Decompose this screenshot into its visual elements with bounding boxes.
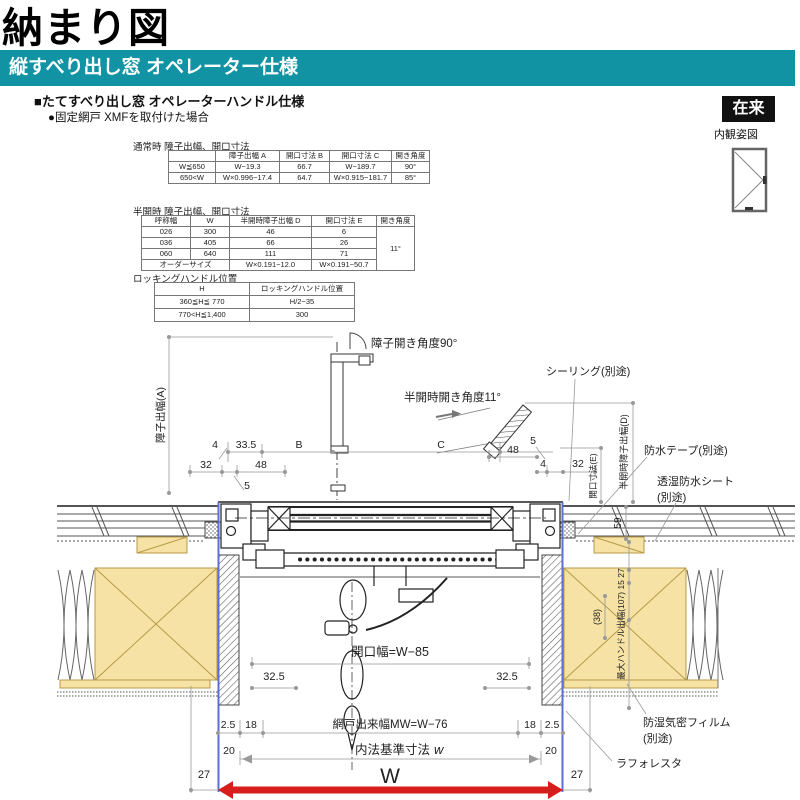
- table-row: 770<H≦1,400 300: [154, 308, 355, 322]
- label-opening-width: 開口幅=W−85: [351, 644, 429, 659]
- wall-left: [57, 505, 240, 706]
- label-naiho: 内法基準寸法: [355, 742, 430, 757]
- table-row: 360≦H≦ 770 H/2−35: [154, 295, 355, 309]
- dim-B: B: [295, 439, 302, 451]
- label-open11: 半開時開き角度11°: [404, 390, 501, 404]
- dim-20-right: 20: [545, 745, 557, 757]
- table-row: 060 640 111 71: [141, 248, 415, 260]
- label-half-open-d: 半開時障子出幅(D): [618, 414, 629, 490]
- dim-C: C: [437, 439, 445, 451]
- label-w-big: W: [380, 765, 400, 788]
- label-laforesta: ラフォレスタ: [616, 757, 682, 770]
- dim-32-right: 32: [572, 458, 584, 470]
- dimensions: [166, 335, 677, 793]
- interior-view-caption: 内観姿図: [714, 129, 758, 141]
- dim-33-5: 33.5: [236, 439, 257, 451]
- header-bar-text: 縦すべり出し窓 オペレーター仕様: [9, 57, 298, 78]
- table-row: H ロッキングハンドル位置: [154, 282, 355, 296]
- table-locking-title: ロッキングハンドル位置: [133, 274, 238, 285]
- open-sash-90: [330, 342, 374, 500]
- dim-18-left: 18: [245, 719, 257, 731]
- table-normal: 障子出幅 A 開口寸法 B 開口寸法 C 開き角度 W≦650 W−19.3 6…: [168, 150, 430, 184]
- drawing-labels: 障子出幅(A) 障子開き角度90° 半開時開き角度11° シーリング(別途) 開…: [154, 336, 734, 788]
- frame-section: [217, 501, 564, 792]
- table-normal-title: 通常時 障子出幅、開口寸法: [133, 142, 250, 153]
- dim-32: 32: [200, 459, 212, 471]
- dim-48-right: 48: [507, 444, 519, 456]
- w-dimension-arrow: [218, 781, 563, 799]
- dim-2-5-left: 2.5: [221, 719, 236, 731]
- table-half-open: 呼称幅 W 半開時障子出幅 D 開口寸法 E 開き角度 026 300 46 6…: [141, 215, 415, 271]
- label-naiho-w: w: [434, 742, 445, 757]
- page-title: 納まり図: [2, 5, 170, 51]
- label-sheet-2: (別途): [657, 490, 686, 504]
- dim-27-right: 27: [571, 769, 583, 781]
- label-sealing: シーリング(別途): [546, 364, 630, 378]
- dim-5-right: 5: [530, 435, 536, 447]
- label-sash-width-a: 障子出幅(A): [154, 387, 167, 443]
- dim-27-left: 27: [198, 769, 210, 781]
- angle-arc-icon: [349, 332, 367, 350]
- label-38: (38): [592, 609, 602, 625]
- header-bar: 縦すべり出し窓 オペレーター仕様: [0, 50, 795, 86]
- direction-arrow-icon: [452, 410, 461, 418]
- table-row: 026 300 46 6 11°: [141, 226, 415, 271]
- zairai-badge: 在来: [722, 96, 775, 122]
- label-film-1: 防湿気密フィルム: [643, 715, 731, 729]
- open-sash-11: [349, 332, 533, 460]
- operator-handle: [324, 577, 448, 770]
- angle-merged-cell: 11°: [376, 226, 415, 271]
- dim-18-right: 18: [524, 719, 536, 731]
- label-tape: 防水テープ(別途): [644, 443, 728, 457]
- label-sheet-1: 透湿防水シート: [657, 474, 734, 488]
- section-drawing: 障子出幅(A) 障子開き角度90° 半開時開き角度11° シーリング(別途) 開…: [57, 332, 795, 799]
- label-59: 59: [613, 517, 624, 529]
- label-film-2: (別途): [643, 731, 672, 745]
- dim-20-left: 20: [223, 745, 235, 757]
- table-locking: H ロッキングハンドル位置 360≦H≦ 770 H/2−35 770<H≦1,…: [154, 282, 355, 322]
- dim-32-5-left: 32.5: [263, 671, 284, 683]
- window-elevation-icon: [731, 147, 768, 213]
- table-row: 呼称幅 W 半開時障子出幅 D 開口寸法 E 開き角度: [141, 215, 415, 227]
- table-row: オーダーサイズ W×0.191−12.0 W×0.191−50.7: [141, 259, 415, 271]
- dim-4: 4: [212, 439, 218, 451]
- dim-48: 48: [255, 459, 267, 471]
- table-half-title: 半開時 障子出幅、開口寸法: [133, 207, 250, 218]
- wall-right: [541, 505, 795, 706]
- section-subheading: ●固定網戸 XMFを取付けた場合: [48, 112, 209, 124]
- table-row: W≦650 W−19.3 66.7 W−189.7 90°: [168, 161, 430, 173]
- table-row: 障子出幅 A 開口寸法 B 開口寸法 C 開き角度: [168, 150, 430, 162]
- table-row: 036 405 66 26: [141, 237, 415, 249]
- label-screen-width: 網戸出来幅MW=W−76: [332, 717, 447, 731]
- section-heading: ■たてすべり出し窓 オペレーターハンドル仕様: [34, 94, 305, 109]
- dim-4-right: 4: [540, 458, 546, 470]
- dim-5: 5: [244, 480, 250, 492]
- label-open90: 障子開き角度90°: [371, 336, 457, 350]
- dim-32-5-right: 32.5: [496, 671, 517, 683]
- dim-2-5-right: 2.5: [545, 719, 560, 731]
- label-opening-e: 開口寸法(E): [588, 453, 598, 499]
- table-row: 650<W W×0.996−17.4 64.7 W×0.915−181.7 85…: [168, 172, 430, 184]
- label-max-handle: 最大ハンドル出幅(107) 15 27: [616, 568, 626, 680]
